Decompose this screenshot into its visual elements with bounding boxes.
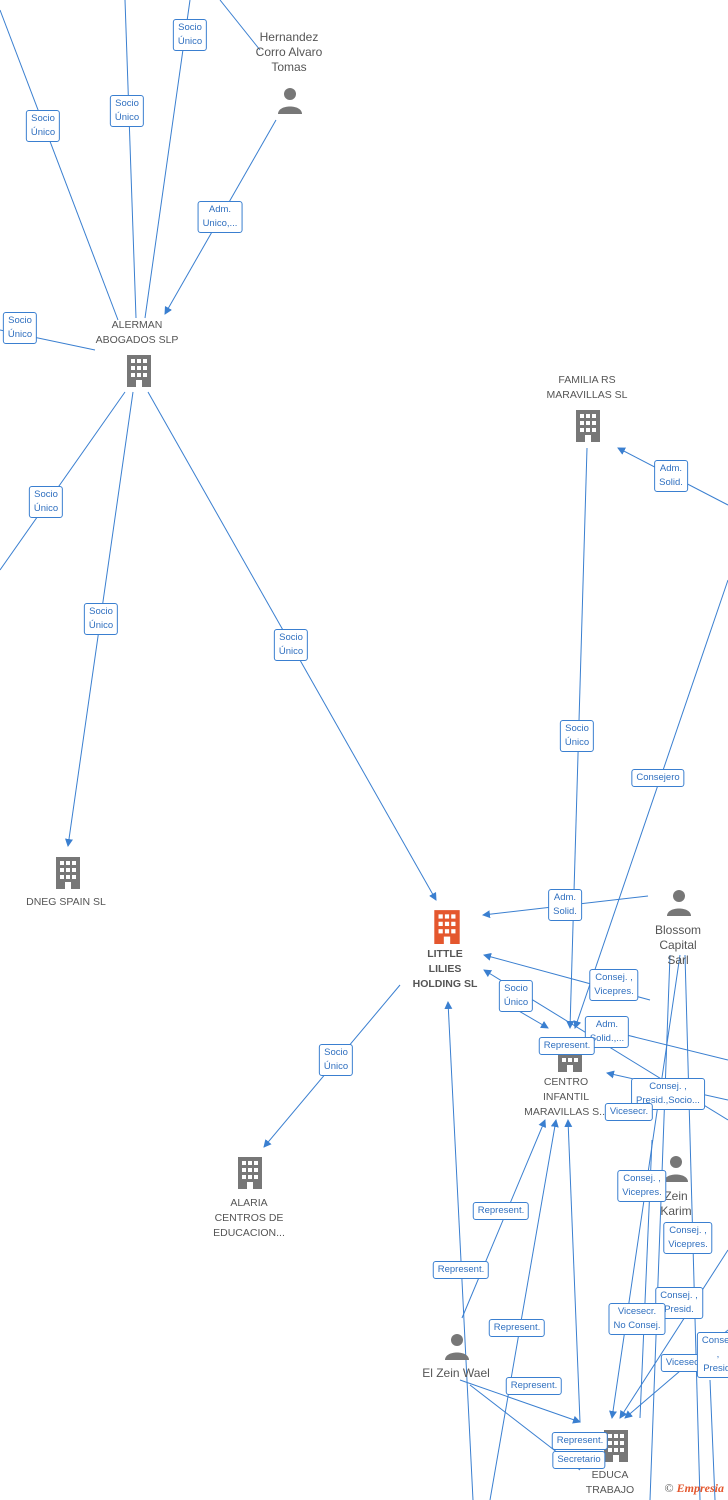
edge-label[interactable]: Represent. (472, 1202, 530, 1220)
edge-label[interactable]: Consej. , Vicepres. (663, 1222, 713, 1254)
edge-label[interactable]: Represent. (432, 1261, 490, 1279)
footer-brand: © Empresia (665, 1481, 724, 1496)
focus-building-icon (434, 910, 460, 944)
edge-label[interactable]: Socio Único (273, 629, 309, 661)
building-icon (604, 1430, 628, 1462)
node-label-blossom[interactable]: Blossom Capital Sarl (654, 923, 701, 967)
edge-label[interactable]: Consejero (631, 769, 685, 787)
person-icon (664, 1156, 688, 1182)
edge-label[interactable]: Vicesecr. No Consej. (608, 1303, 666, 1335)
edge-label[interactable]: Consej. , Presid. (696, 1332, 728, 1378)
node-label-dneg[interactable]: DNEG SPAIN SL (26, 896, 106, 908)
edge-label[interactable]: Represent. (551, 1432, 609, 1450)
edge-label[interactable]: Socio Único (498, 980, 534, 1012)
copyright-symbol: © (664, 1481, 674, 1495)
edge-line (619, 1249, 728, 1419)
building-icon (238, 1157, 262, 1189)
person-icon (445, 1334, 469, 1360)
building-icon (576, 410, 600, 442)
edge-label[interactable]: Represent. (488, 1319, 546, 1337)
edge-label[interactable]: Adm. Solid. (654, 460, 688, 492)
node-label-educa[interactable]: EDUCA TRABAJO (585, 1469, 635, 1496)
edge-line (124, 0, 137, 319)
edge-line (0, 391, 126, 571)
edge-line (444, 1001, 474, 1500)
node-label-little-lilies[interactable]: LITTLE LILIES HOLDING SL (412, 948, 478, 990)
edge-label[interactable]: Represent. (538, 1037, 596, 1055)
edge-label[interactable]: Adm. Unico,... (197, 201, 243, 233)
node-label-zein-karim[interactable]: Zein Karim (660, 1189, 692, 1218)
edge-label[interactable]: Socio Único (109, 95, 145, 127)
node-label-centro[interactable]: CENTRO INFANTIL MARAVILLAS S... (524, 1076, 608, 1118)
edge-line (489, 1119, 559, 1500)
edge-line (219, 0, 261, 51)
edge-label[interactable]: Socio Único (318, 1044, 354, 1076)
edge-label[interactable]: Consej. , Vicepres. (617, 1170, 667, 1202)
edge-line (649, 954, 671, 1500)
edge-label[interactable]: Socio Único (172, 19, 208, 51)
edge-label[interactable]: Socio Único (28, 486, 64, 518)
edge-line (0, 9, 119, 321)
edge-label[interactable]: Vicesecr. (604, 1103, 654, 1121)
node-label-el-zein[interactable]: El Zein Wael (422, 1366, 490, 1380)
node-label-alaria[interactable]: ALARIA CENTROS DE EDUCACION... (213, 1197, 285, 1239)
building-icon (56, 857, 80, 889)
edge-label[interactable]: Adm. Solid. (548, 889, 582, 921)
edge-label[interactable]: Socio Único (25, 110, 61, 142)
edge-line (564, 1119, 581, 1423)
edge-line (144, 0, 191, 319)
edge-label[interactable]: Represent. (505, 1377, 563, 1395)
edge-line (459, 1379, 581, 1424)
edge-label[interactable]: Consej. , Vicepres. (589, 969, 639, 1001)
edge-label[interactable]: Socio Único (559, 720, 595, 752)
node-label-familia[interactable]: FAMILIA RS MARAVILLAS SL (546, 374, 628, 401)
edge-line (709, 1379, 716, 1500)
edge-label[interactable]: Secretario (552, 1451, 606, 1469)
person-icon (278, 88, 302, 114)
building-icon (127, 355, 151, 387)
node-label-hernandez[interactable]: Hernandez Corro Alvaro Tomas (255, 30, 323, 74)
edge-label[interactable]: Socio Único (83, 603, 119, 635)
node-label-alerman[interactable]: ALERMAN ABOGADOS SLP (95, 319, 179, 346)
edge-label[interactable]: Socio Único (2, 312, 38, 344)
person-icon (667, 890, 691, 916)
edge-line (573, 579, 728, 1029)
brand-logo: Empresia (676, 1481, 724, 1495)
